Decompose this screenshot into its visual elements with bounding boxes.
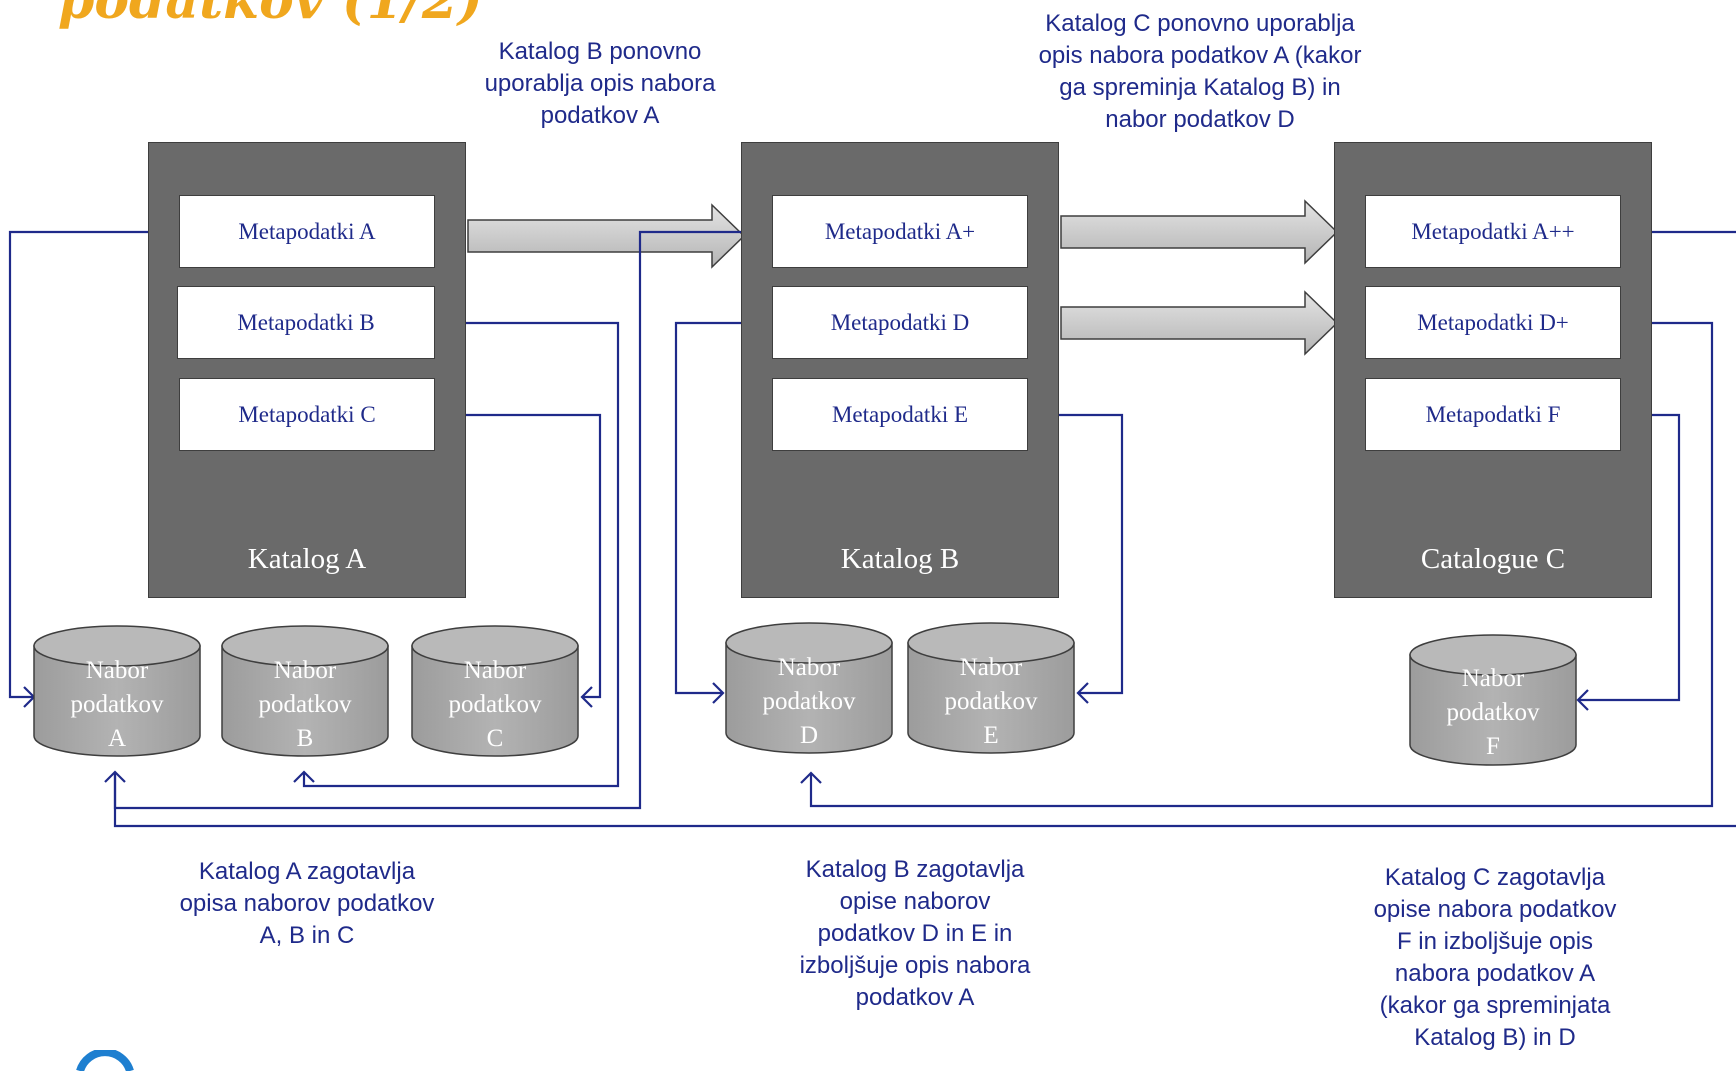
dataset-cylinder-f [1409, 634, 1577, 766]
catalog-a-label: Katalog A [247, 543, 367, 575]
metadata-e-box: Metapodatki E [772, 378, 1028, 451]
reuse-arrow-b-to-c-d [1060, 290, 1339, 356]
dataset-cylinder-a [33, 625, 201, 757]
metadata-a-box: Metapodatki A [179, 195, 435, 268]
metadata-aplusplus-box: Metapodatki A++ [1365, 195, 1621, 268]
dataset-cylinder-e [907, 622, 1075, 754]
connector-return-line-a [113, 772, 1736, 828]
dataset-cylinder-b [221, 625, 389, 757]
metadata-d-box: Metapodatki D [772, 286, 1028, 359]
arrowhead-dataset-d-left [712, 682, 725, 704]
slide-title: podatkov (1/2) [58, 0, 483, 31]
connector-meta-b-to-dataset-b [302, 321, 620, 788]
metadata-aplus-box: Metapodatki A+ [772, 195, 1028, 268]
arrowhead-dataset-b-bottom [293, 770, 315, 783]
reuse-arrow-b-to-c-a [1060, 199, 1339, 265]
metadata-dplus-box: Metapodatki D+ [1365, 286, 1621, 359]
connector-meta-c-to-dataset-c [435, 413, 602, 699]
arrowhead-dataset-f-right [1576, 689, 1589, 711]
catalog-c-label: Catalogue C [1420, 543, 1566, 575]
connector-meta-d-to-dataset-d [674, 321, 772, 695]
catalog-b-label: Katalog B [840, 543, 960, 575]
arrowhead-dataset-d-bottom [800, 771, 822, 784]
metadata-f-box: Metapodatki F [1365, 378, 1621, 451]
metadata-b-box: Metapodatki B [177, 286, 435, 359]
arrowhead-dataset-c-right [580, 686, 593, 708]
dataset-cylinder-c [411, 625, 579, 757]
connector-meta-a-to-dataset-a [8, 230, 179, 699]
logo-icon [76, 1050, 134, 1071]
metadata-c-box: Metapodatki C [179, 378, 435, 451]
dataset-cylinder-d [725, 622, 893, 754]
connector-meta-dplus-to-dataset-d [809, 321, 1714, 808]
reuse-arrow-a-to-b [467, 203, 746, 269]
connector-meta-e-to-dataset-e [1028, 413, 1124, 695]
arrowhead-dataset-e-right [1076, 682, 1089, 704]
